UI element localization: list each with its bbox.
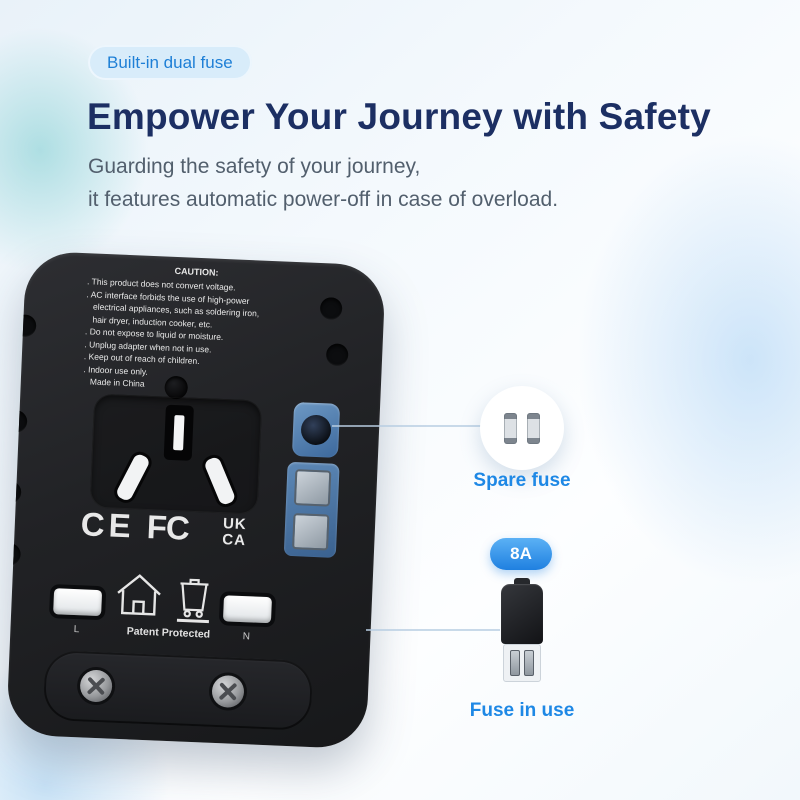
prong-label-n: N	[242, 631, 251, 643]
patent-protected-label: Patent Protected	[126, 625, 211, 641]
compliance-icons-svg	[117, 574, 209, 624]
feature-badge: Built-in dual fuse	[88, 45, 252, 80]
edge-screw-hole	[325, 343, 349, 367]
prong-label-l: L	[73, 623, 80, 636]
fuse-clip	[293, 469, 332, 507]
universal-socket	[89, 393, 263, 515]
fuse-icon	[527, 412, 540, 444]
socket-angled-slot-left	[114, 452, 152, 503]
background-blob-right	[520, 60, 800, 660]
screw-cross	[205, 669, 250, 714]
socket-angled-slot-right	[203, 455, 237, 507]
screw-icon	[79, 669, 113, 703]
prong-window-l	[53, 588, 103, 617]
spare-fuse-illustration	[480, 386, 564, 470]
fuse-in-use-compartment	[283, 461, 340, 558]
socket-vertical-slot-opening	[173, 415, 185, 451]
fcc-mark: FC	[146, 507, 190, 547]
adapter-back-view: CAUTION: . This product does not convert…	[6, 250, 386, 750]
bottom-plate	[42, 649, 314, 731]
socket-vertical-slot	[163, 404, 194, 461]
subtitle-line-2: it features automatic power-off in case …	[88, 187, 559, 211]
fuse-prong	[510, 650, 520, 676]
ukca-mark: UK CA	[222, 515, 247, 549]
ukca-line-2: CA	[222, 530, 247, 549]
caution-text-block: CAUTION: . This product does not convert…	[83, 261, 306, 397]
edge-screw-hole	[319, 297, 343, 320]
fuse-in-use-label: Fuse in use	[469, 700, 575, 721]
fuse-holder-body	[501, 584, 543, 644]
edge-screw-hole	[6, 409, 28, 433]
prong-window-n	[222, 595, 272, 624]
spare-fuse-hole	[300, 414, 332, 446]
spare-fuse-label: Spare fuse	[473, 470, 571, 491]
subtitle-line-1: Guarding the safety of your journey,	[88, 155, 421, 178]
spare-fuse-compartment	[291, 402, 341, 458]
subtitle: Guarding the safety of your journey, it …	[88, 151, 558, 216]
compliance-icon-row	[111, 569, 233, 626]
edge-screw-hole	[13, 314, 37, 338]
edge-screw-hole	[6, 542, 22, 566]
page-title: Empower Your Journey with Safety	[87, 96, 711, 137]
screw-cross	[74, 663, 119, 708]
fuse-holder-base	[503, 644, 541, 682]
amp-rating-badge: 8A	[490, 538, 552, 570]
house-icon	[117, 574, 161, 616]
edge-screw-hole	[6, 480, 22, 504]
weee-bin-icon	[176, 578, 209, 624]
ce-mark: CE	[80, 505, 136, 545]
fuse-prong	[524, 650, 534, 676]
fuse-clip	[292, 513, 330, 551]
fuse-icon	[504, 412, 517, 444]
screw-icon	[211, 674, 245, 709]
